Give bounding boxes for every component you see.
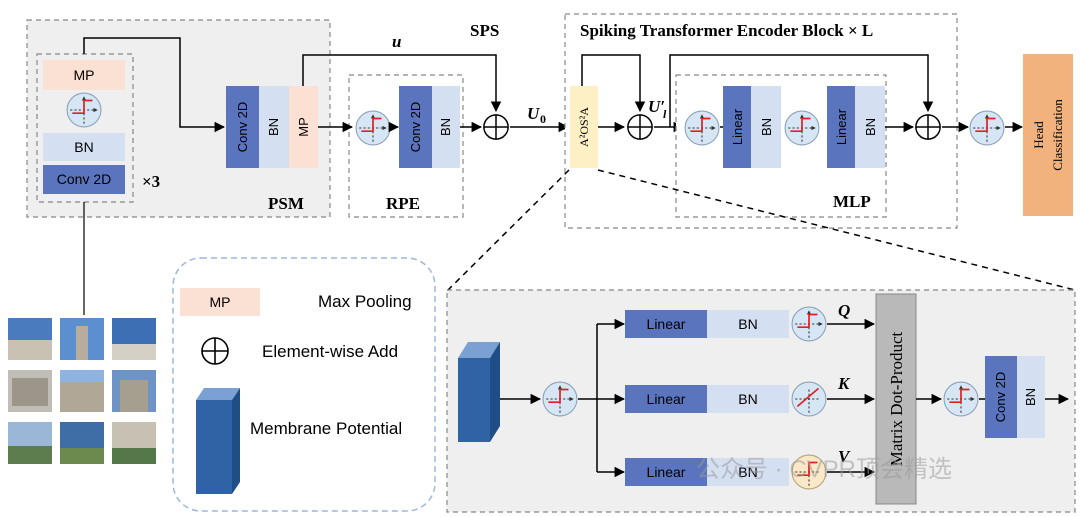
legend-add-icon [201,337,229,365]
encoder-skip-1 [581,54,646,113]
sps-add-icon [483,114,509,140]
v-label: V [838,447,851,466]
attn-bn-col [1017,356,1045,438]
psm-conv-col-label: Conv 2D [235,102,250,153]
rpe-neuron-icon [355,110,391,146]
mlp-title: MLP [833,192,871,211]
attn-output-neuron-icon [943,381,979,417]
encoder-title: Spiking Transformer Encoder Block × L [580,21,873,40]
psm-bn-label: BN [74,139,93,155]
mlp-linear-2-label: Linear [834,108,849,145]
legend-mp-swatch [180,288,260,316]
v-linear-label: Linear [647,464,686,480]
mlp-bn-2 [855,86,885,168]
psm-neuron-icon [66,92,102,128]
psm-mp-col [289,86,318,168]
legend-membrane-icon [196,388,240,494]
mlp-bn-1-label: BN [759,118,774,136]
attn-conv-col [985,356,1017,438]
psm-title: PSM [268,194,304,213]
rpe-bn-col [432,86,460,168]
u0-sub: 0 [540,112,546,126]
q-bn-block [707,310,789,338]
membrane-cube-icon [458,342,500,442]
k-linear-block [625,385,707,413]
q-bn-label: BN [738,316,757,332]
legend-mp-label: MP [210,294,231,310]
encoder-add-icon-2 [915,114,941,140]
encoder-skip-2 [669,54,934,127]
mlp-bn-2-label: BN [863,118,878,136]
mlp-bn-1 [751,86,781,168]
a2os2a-block [570,86,598,168]
psm-conv-label: Conv 2D [57,171,111,187]
k-label: K [837,374,851,393]
legend-element-add: Element-wise Add [262,342,398,361]
legend-max-pooling: Max Pooling [318,292,412,311]
watermark: 公众号 · CVPR顶会精选 [696,456,952,483]
psm-mp-col-label: MP [296,117,311,137]
encoder-add-icon-1 [627,114,653,140]
head-classification-block [1023,54,1073,216]
psm-mp-block [43,60,125,90]
ul-label: U′ [648,97,665,116]
psm-bn-block [43,133,125,161]
times3-label: ×3 [142,172,160,191]
attn-input-neuron-icon [542,381,578,417]
dot-product-label: Matrix Dot-Product [887,331,906,466]
sps-label: SPS [470,21,499,40]
rpe-bn-label: BN [438,118,453,136]
dot-product-block [875,293,917,505]
q-linear-label: Linear [647,316,686,332]
attn-bn-label: BN [1023,388,1038,406]
psm-skip-arrow [83,37,226,133]
psm-bn-col-label: BN [266,118,281,136]
rpe-title: RPE [386,194,420,213]
mlp-linear-2 [827,86,855,168]
head-neuron-icon [969,110,1005,146]
psm-mp-label: MP [74,67,95,83]
rpe-conv-col [399,86,432,168]
mlp-linear-1 [723,86,751,168]
u-skip-arrow [302,54,502,113]
classification-label: Classification [1050,99,1065,171]
k-neuron-icon [791,381,827,417]
mlp-linear-1-label: Linear [730,108,745,145]
ul-sub: l [663,107,667,121]
v-bn-block [707,458,789,486]
k-linear-label: Linear [647,391,686,407]
attn-conv-label: Conv 2D [993,372,1008,423]
k-bn-block [707,385,789,413]
q-linear-block [625,310,707,338]
v-linear-block [625,458,707,486]
psm-bn-col [259,86,289,168]
u0-label: U [527,104,540,123]
u-label: u [392,32,401,51]
head-label: Head [1031,121,1046,149]
psm-conv-block [43,165,125,194]
input-image-grid [8,318,156,464]
legend-membrane: Membrane Potential [250,419,402,438]
mlp-neuron-icon-1 [684,110,720,146]
mlp-neuron-icon-2 [784,110,820,146]
a2os2a-label: A²OS²A [577,107,591,147]
psm-conv-col [226,86,259,168]
q-neuron-icon [791,306,827,342]
k-bn-label: BN [738,391,757,407]
v-bn-label: BN [738,464,757,480]
rpe-conv-label: Conv 2D [408,102,423,153]
q-label: Q [838,301,850,320]
